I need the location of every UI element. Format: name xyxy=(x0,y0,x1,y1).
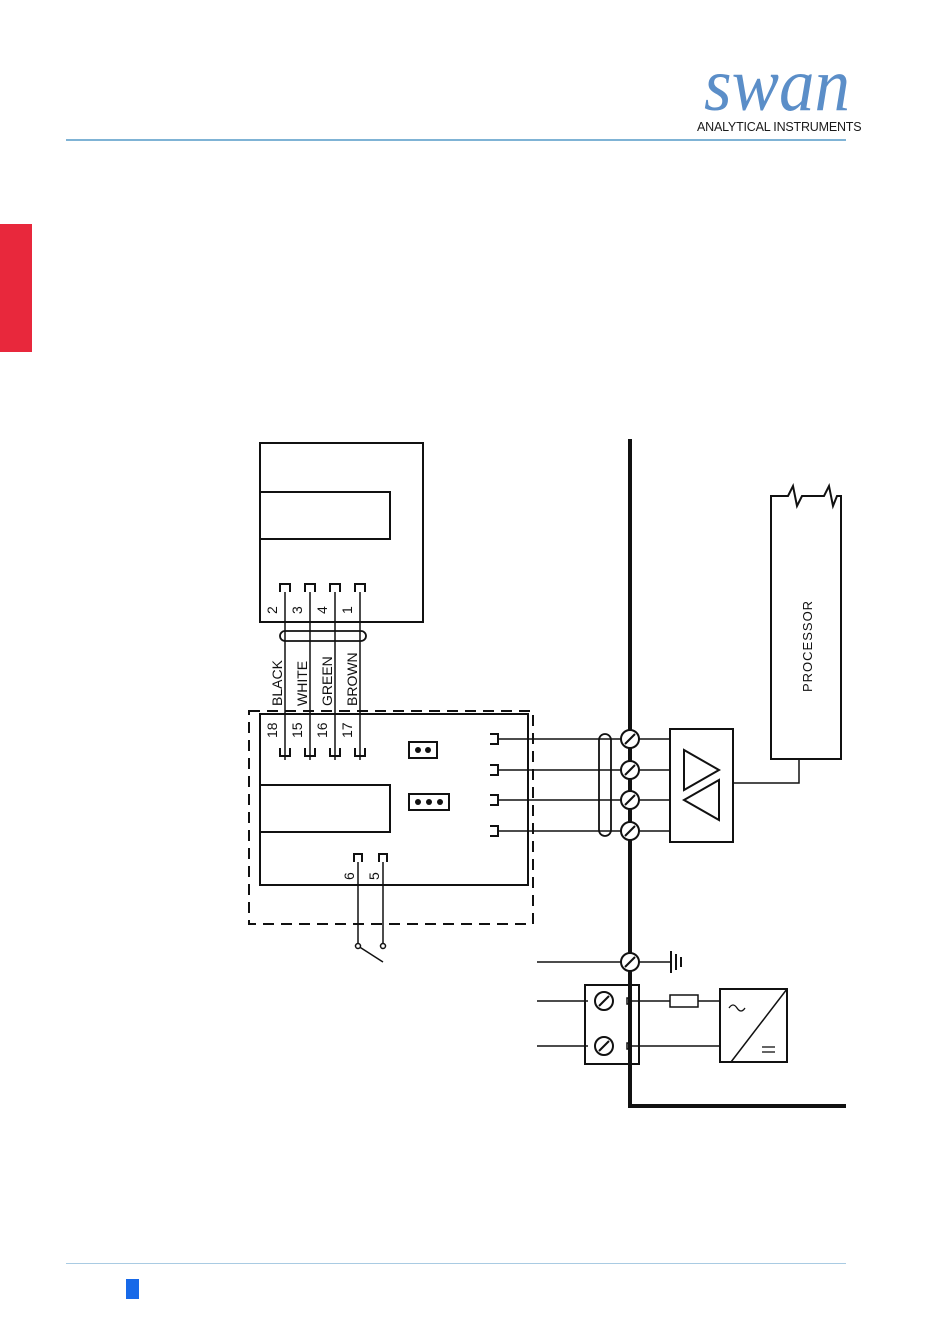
sensor-terminal-label: 1 xyxy=(339,606,355,614)
transmitter-board xyxy=(260,714,528,885)
power-supply-diagonal xyxy=(731,989,787,1062)
screw-terminal-icon xyxy=(621,791,639,809)
sensor-connectors xyxy=(280,584,365,592)
output-connectors xyxy=(490,734,498,836)
amplifier-box xyxy=(670,729,733,842)
sensor-terminal-label: 2 xyxy=(264,606,280,614)
switch-contact-dots xyxy=(356,944,386,949)
dc-symbol-icon xyxy=(762,1047,775,1052)
ground-icon xyxy=(671,951,681,973)
page-marker xyxy=(126,1279,139,1299)
screw-terminal-icon xyxy=(621,730,639,748)
screw-terminals xyxy=(595,730,639,1055)
amplifier-to-processor-wire xyxy=(733,758,799,783)
sensor-terminal-label: 4 xyxy=(314,606,330,614)
transmitter-terminal-label: 15 xyxy=(289,722,305,738)
screw-terminal-icon xyxy=(621,822,639,840)
transmitter-terminal-label: 18 xyxy=(264,722,280,738)
transmitter-terminal-label: 17 xyxy=(339,722,355,738)
wire-color-label: BLACK xyxy=(269,659,285,706)
screw-terminal-icon xyxy=(621,953,639,971)
wire-color-label: WHITE xyxy=(294,661,310,706)
fuse-icon xyxy=(670,995,698,1007)
ac-symbol-icon xyxy=(729,1005,745,1011)
wire-color-label: BROWN xyxy=(344,652,360,706)
transmitter-terminal-label: 16 xyxy=(314,722,330,738)
sensor-inner-panel xyxy=(260,492,390,539)
jumper-2pin xyxy=(409,742,437,758)
switch-terminal-label: 6 xyxy=(341,872,357,880)
footer-rule xyxy=(66,1263,846,1264)
switch-connectors xyxy=(354,854,387,862)
cable-shield-output xyxy=(599,734,611,836)
power-supply-box xyxy=(720,989,787,1062)
screw-terminal-icon xyxy=(595,992,613,1010)
bus-to-amplifier-wires xyxy=(630,739,670,831)
screw-terminal-icon xyxy=(595,1037,613,1055)
jumper-pins xyxy=(415,747,443,805)
switch-terminal-label: 5 xyxy=(366,872,382,880)
wire-color-label: GREEN xyxy=(319,656,335,706)
sensor-terminal-label: 3 xyxy=(289,606,305,614)
processor-label: PROCESSOR xyxy=(800,600,815,692)
cable-shield-upper xyxy=(280,631,366,641)
transmitter-connectors xyxy=(280,748,365,756)
transmitter-inner-panel xyxy=(260,785,390,832)
screw-terminal-icon xyxy=(621,761,639,779)
